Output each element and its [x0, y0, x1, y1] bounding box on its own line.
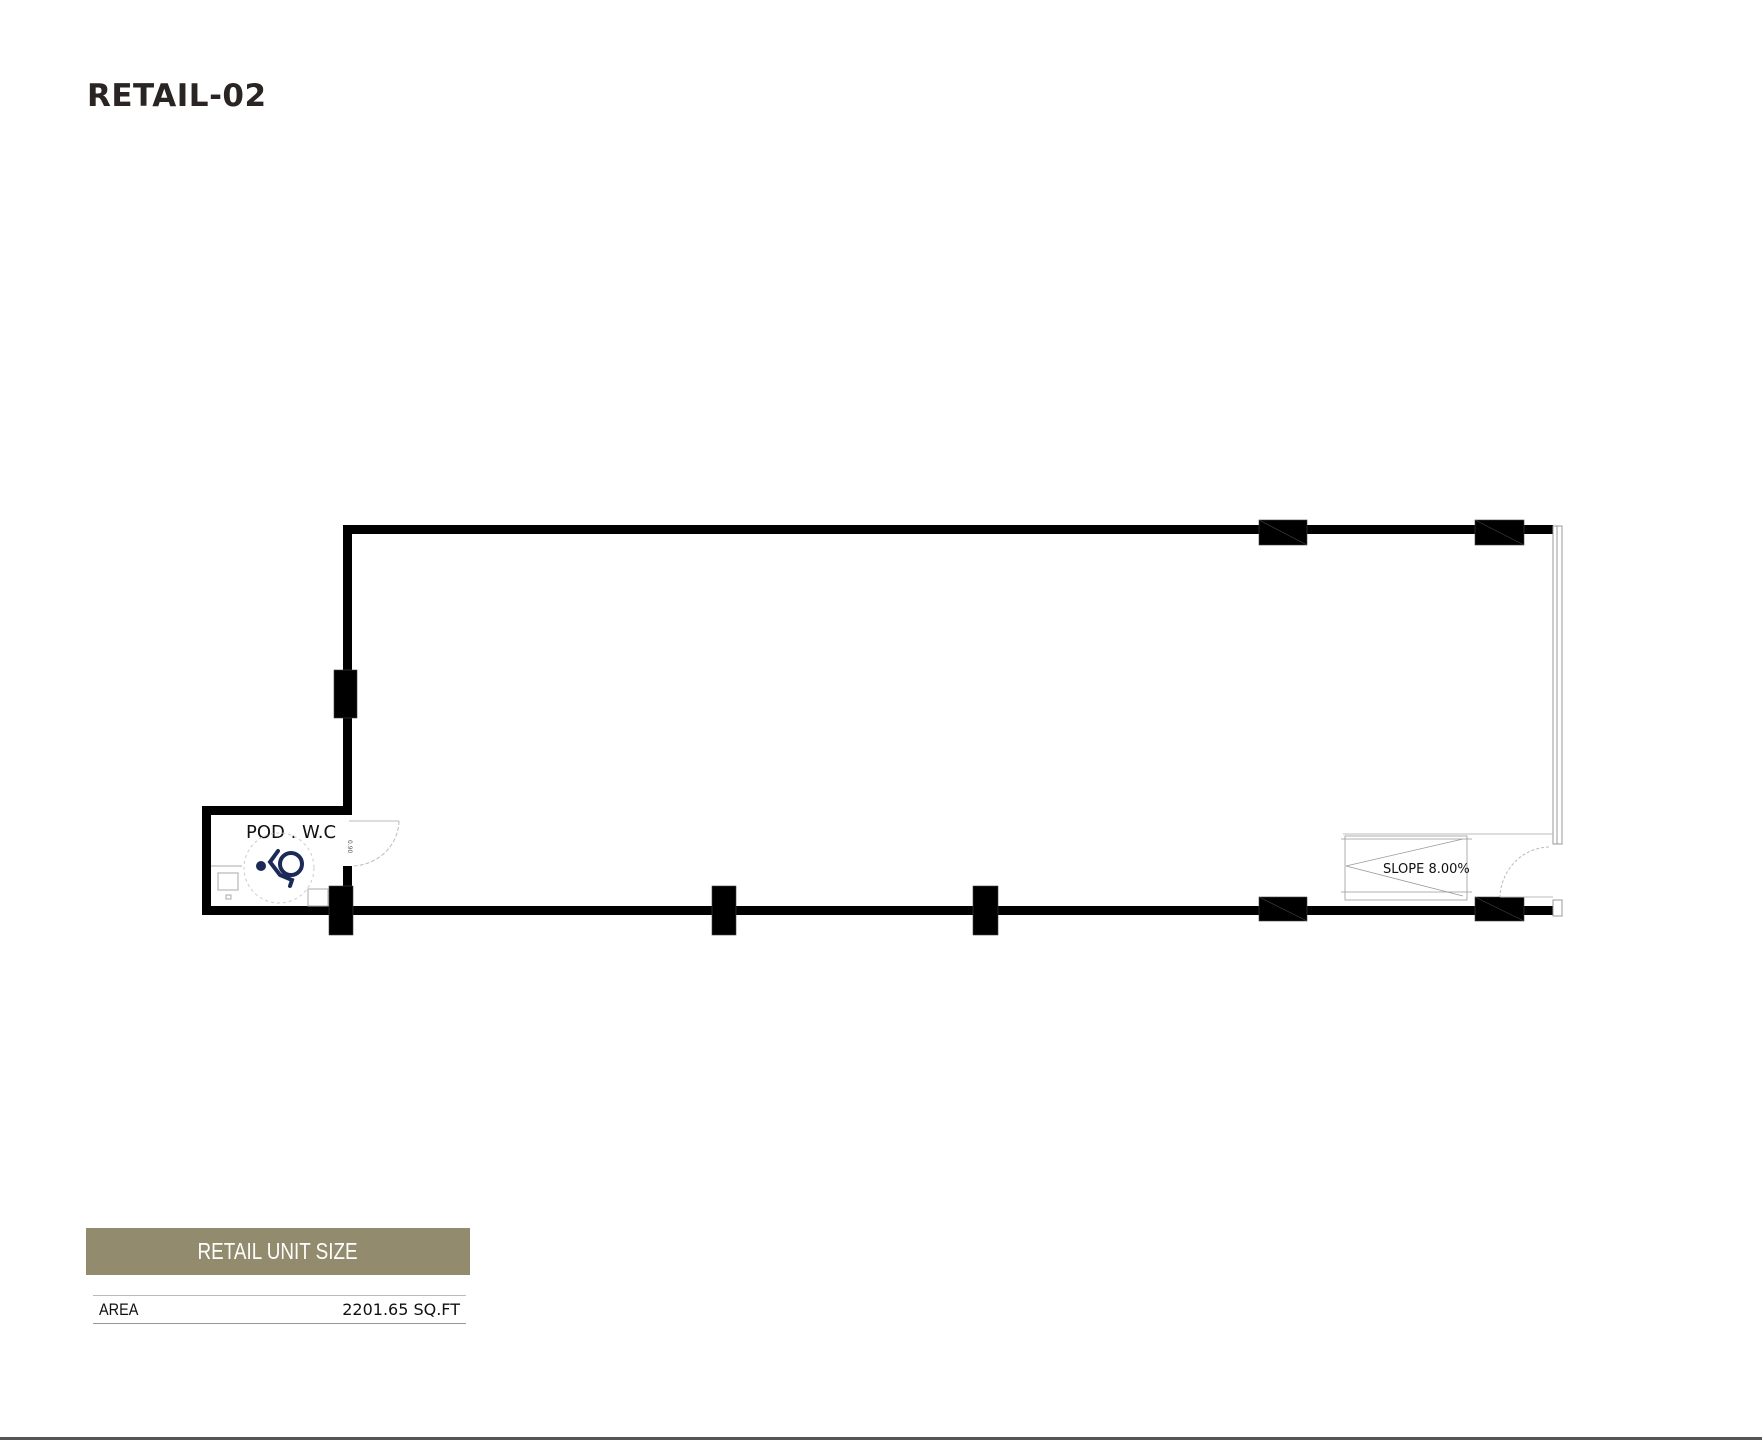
columns	[328, 519, 1525, 936]
table-header: RETAIL UNIT SIZE	[86, 1228, 470, 1275]
wc-label: POD . W.C	[246, 822, 336, 843]
turning-circle	[243, 832, 315, 904]
toilet-icon	[217, 872, 239, 891]
unit-title: RETAIL-02	[87, 78, 267, 114]
wheelchair-icon	[256, 849, 304, 888]
row-value: 2201.65 SQ.FT	[342, 1300, 460, 1319]
glazing	[1552, 525, 1563, 917]
ramp-label: SLOPE 8.00%	[1383, 862, 1470, 877]
entrance-door	[1343, 833, 1553, 898]
row-label: AREA	[99, 1299, 139, 1319]
unit-size-table: RETAIL UNIT SIZE AREA 2201.65 SQ.FT	[86, 1228, 470, 1324]
wc-fixtures	[211, 865, 329, 907]
wc-pod: POD . W.C 0.90	[211, 820, 400, 907]
column	[972, 885, 999, 936]
wall-bottom	[202, 906, 1553, 915]
glazing-stub	[1552, 899, 1563, 917]
bottom-divider	[0, 1437, 1762, 1440]
sink-icon	[307, 888, 329, 907]
door-width-label: 0.90	[346, 840, 353, 854]
wc-wall-top	[202, 806, 352, 815]
ramp-outline	[1344, 835, 1468, 901]
table-row: AREA 2201.65 SQ.FT	[93, 1295, 466, 1324]
column	[333, 669, 358, 719]
wc-door: 0.90	[346, 820, 400, 867]
door-swing	[1499, 846, 1550, 898]
walls	[202, 525, 1553, 915]
column	[328, 885, 354, 936]
wall-top	[343, 525, 1553, 534]
column	[711, 885, 737, 936]
table-header-label: RETAIL UNIT SIZE	[197, 1238, 358, 1264]
wc-door-swing	[351, 820, 400, 867]
wc-wall-left	[202, 806, 211, 915]
ramp: SLOPE 8.00%	[1341, 835, 1472, 901]
